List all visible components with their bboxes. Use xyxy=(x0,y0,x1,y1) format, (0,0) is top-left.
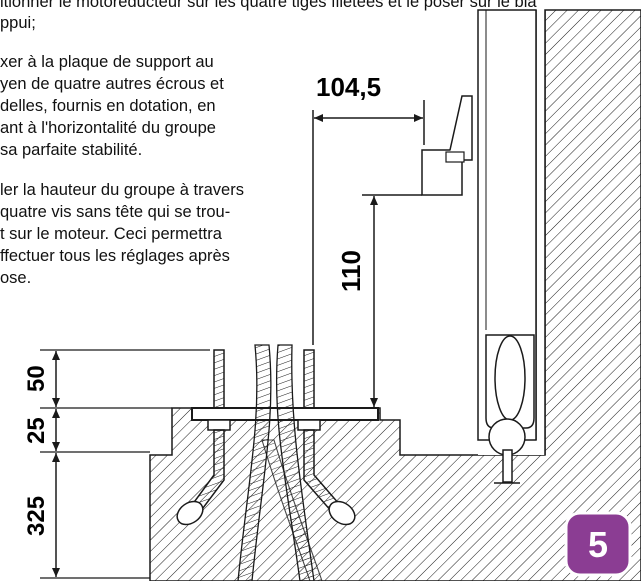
para1-line: ant à l'horizontalité du groupe xyxy=(0,119,216,137)
para2-line: t sur le moteur. Ceci permettra xyxy=(0,225,222,243)
dim-110-label: 110 xyxy=(336,250,366,292)
gate-wheel xyxy=(494,335,526,421)
step-badge xyxy=(564,511,632,577)
anchor-foot xyxy=(176,500,204,526)
anchor-foot xyxy=(328,500,356,526)
dim-325-label: 325 xyxy=(23,496,50,536)
para1-line: delles, fournis en dotation, en xyxy=(0,97,216,115)
cable-conduit xyxy=(275,344,315,581)
concrete-ground xyxy=(149,9,641,581)
para1-line: yen de quatre autres écrous et xyxy=(0,75,224,93)
para2-line: quatre vis sans tête qui se trou- xyxy=(0,203,231,221)
nut xyxy=(297,419,321,431)
para2-line: ler la hauteur du groupe à travers xyxy=(0,181,244,199)
threaded-rod xyxy=(213,349,225,409)
dim-50-label: 50 xyxy=(23,365,50,392)
threaded-rod xyxy=(303,349,315,409)
track-rail xyxy=(502,449,513,483)
cable-conduit xyxy=(237,344,272,581)
dim-104-label: 104,5 xyxy=(316,72,381,102)
step-badge-number: 5 xyxy=(588,524,608,565)
para2-line: ose. xyxy=(0,269,32,287)
para2-line: ffectuer tous les réglages après xyxy=(0,247,230,265)
instruction-top-line-2: ppui; xyxy=(0,14,36,32)
nut xyxy=(207,419,231,431)
bracket-clip xyxy=(445,151,465,163)
instruction-top-line: itionner le motoréducteur sur les quatre… xyxy=(0,0,537,11)
para1-line: xer à la plaque de support au xyxy=(0,53,214,71)
cable-conduit xyxy=(261,439,323,581)
para1-line: sa parfaite stabilité. xyxy=(0,141,143,159)
bracket-arm xyxy=(449,95,473,161)
dim-25-label: 25 xyxy=(23,417,50,444)
